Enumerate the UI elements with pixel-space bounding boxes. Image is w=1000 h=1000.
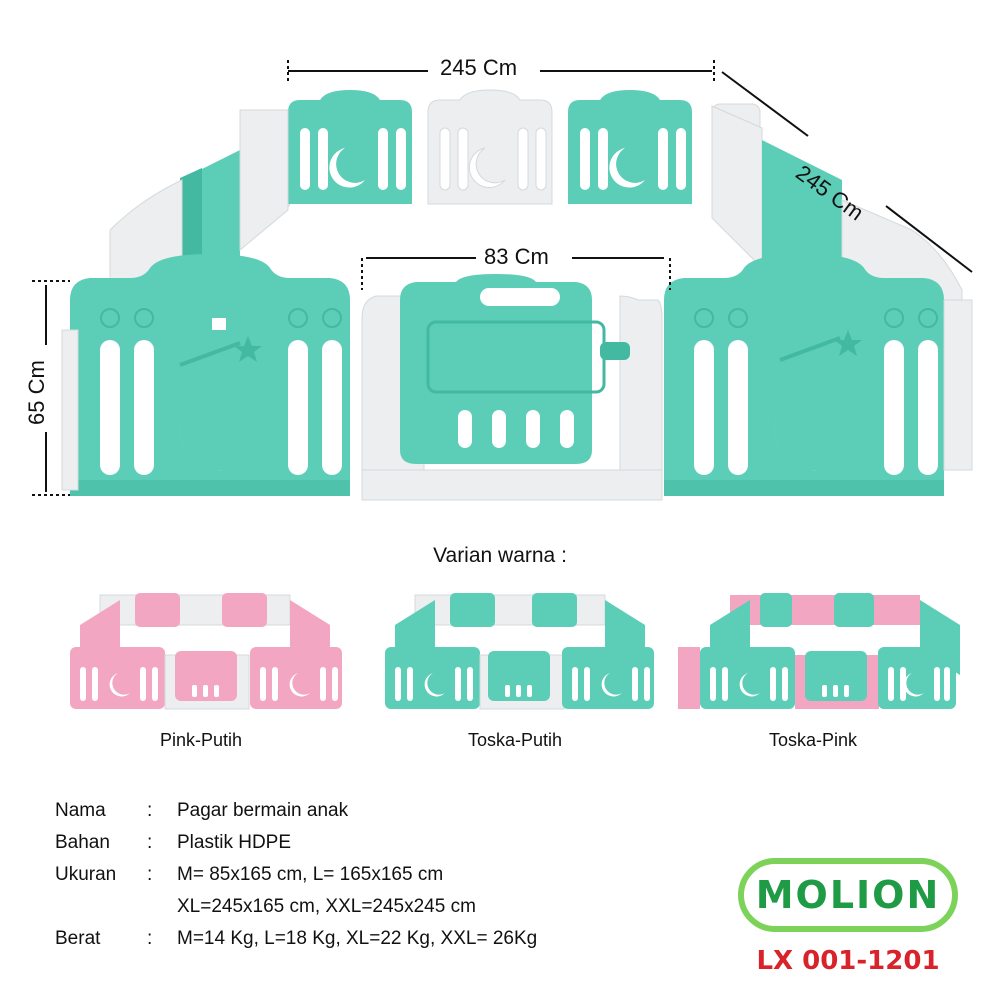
spec-colon: : [147, 928, 153, 949]
variants-title: Varian warna : [433, 544, 567, 567]
front-right-panel [664, 254, 944, 496]
spec-value: Plastik HDPE [177, 832, 292, 853]
variant-toska-putih [385, 593, 654, 710]
variant-label-toska-pink: Toska-Pink [768, 730, 858, 750]
variant-thumbnails [0, 585, 1000, 715]
spec-label: Bahan [55, 832, 110, 853]
spec-value: Pagar bermain anak [177, 800, 349, 821]
spec-value: M= 85x165 cm, L= 165x165 cm [177, 864, 444, 885]
variant-label-pink-putih: Pink-Putih [159, 730, 243, 750]
moon-icon [329, 148, 365, 188]
dimension-lines [32, 60, 973, 496]
width-dimension-label: 245 Cm [440, 55, 518, 80]
variant-drawings [70, 593, 960, 710]
brand-logo-text: MOLION [755, 873, 941, 917]
left-side-panels [109, 109, 289, 291]
spec-value: M=14 Kg, L=18 Kg, XL=22 Kg, XXL= 26Kg [177, 928, 538, 949]
spec-colon: : [147, 800, 153, 821]
playpen-drawing [32, 60, 973, 501]
variant-toska-pink [678, 593, 960, 709]
height-dimension-label: 65 Cm [24, 360, 49, 425]
playpen-illustration [32, 60, 973, 501]
star-icon [834, 330, 862, 356]
spec-colon: : [147, 864, 153, 885]
variant-label-toska-putih: Toska-Putih [467, 730, 563, 750]
variant-pink-putih [70, 593, 342, 710]
brand-logo: MOLION [738, 858, 958, 932]
spec-value: XL=245x165 cm, XXL=245x245 cm [177, 896, 476, 917]
back-panel-row [239, 89, 761, 215]
spec-table: Nama : Pagar bermain anak Bahan : Plasti… [55, 800, 695, 960]
model-code: LX 001-1201 [756, 946, 940, 976]
spec-label: Berat [55, 928, 101, 949]
door-width-label: 83 Cm [484, 244, 549, 269]
star-icon [234, 336, 262, 362]
door-panel [400, 274, 630, 464]
spec-label: Ukuran [55, 864, 117, 885]
spec-colon: : [147, 832, 153, 853]
front-left-panel [70, 254, 350, 496]
spec-label: Nama [55, 800, 106, 821]
